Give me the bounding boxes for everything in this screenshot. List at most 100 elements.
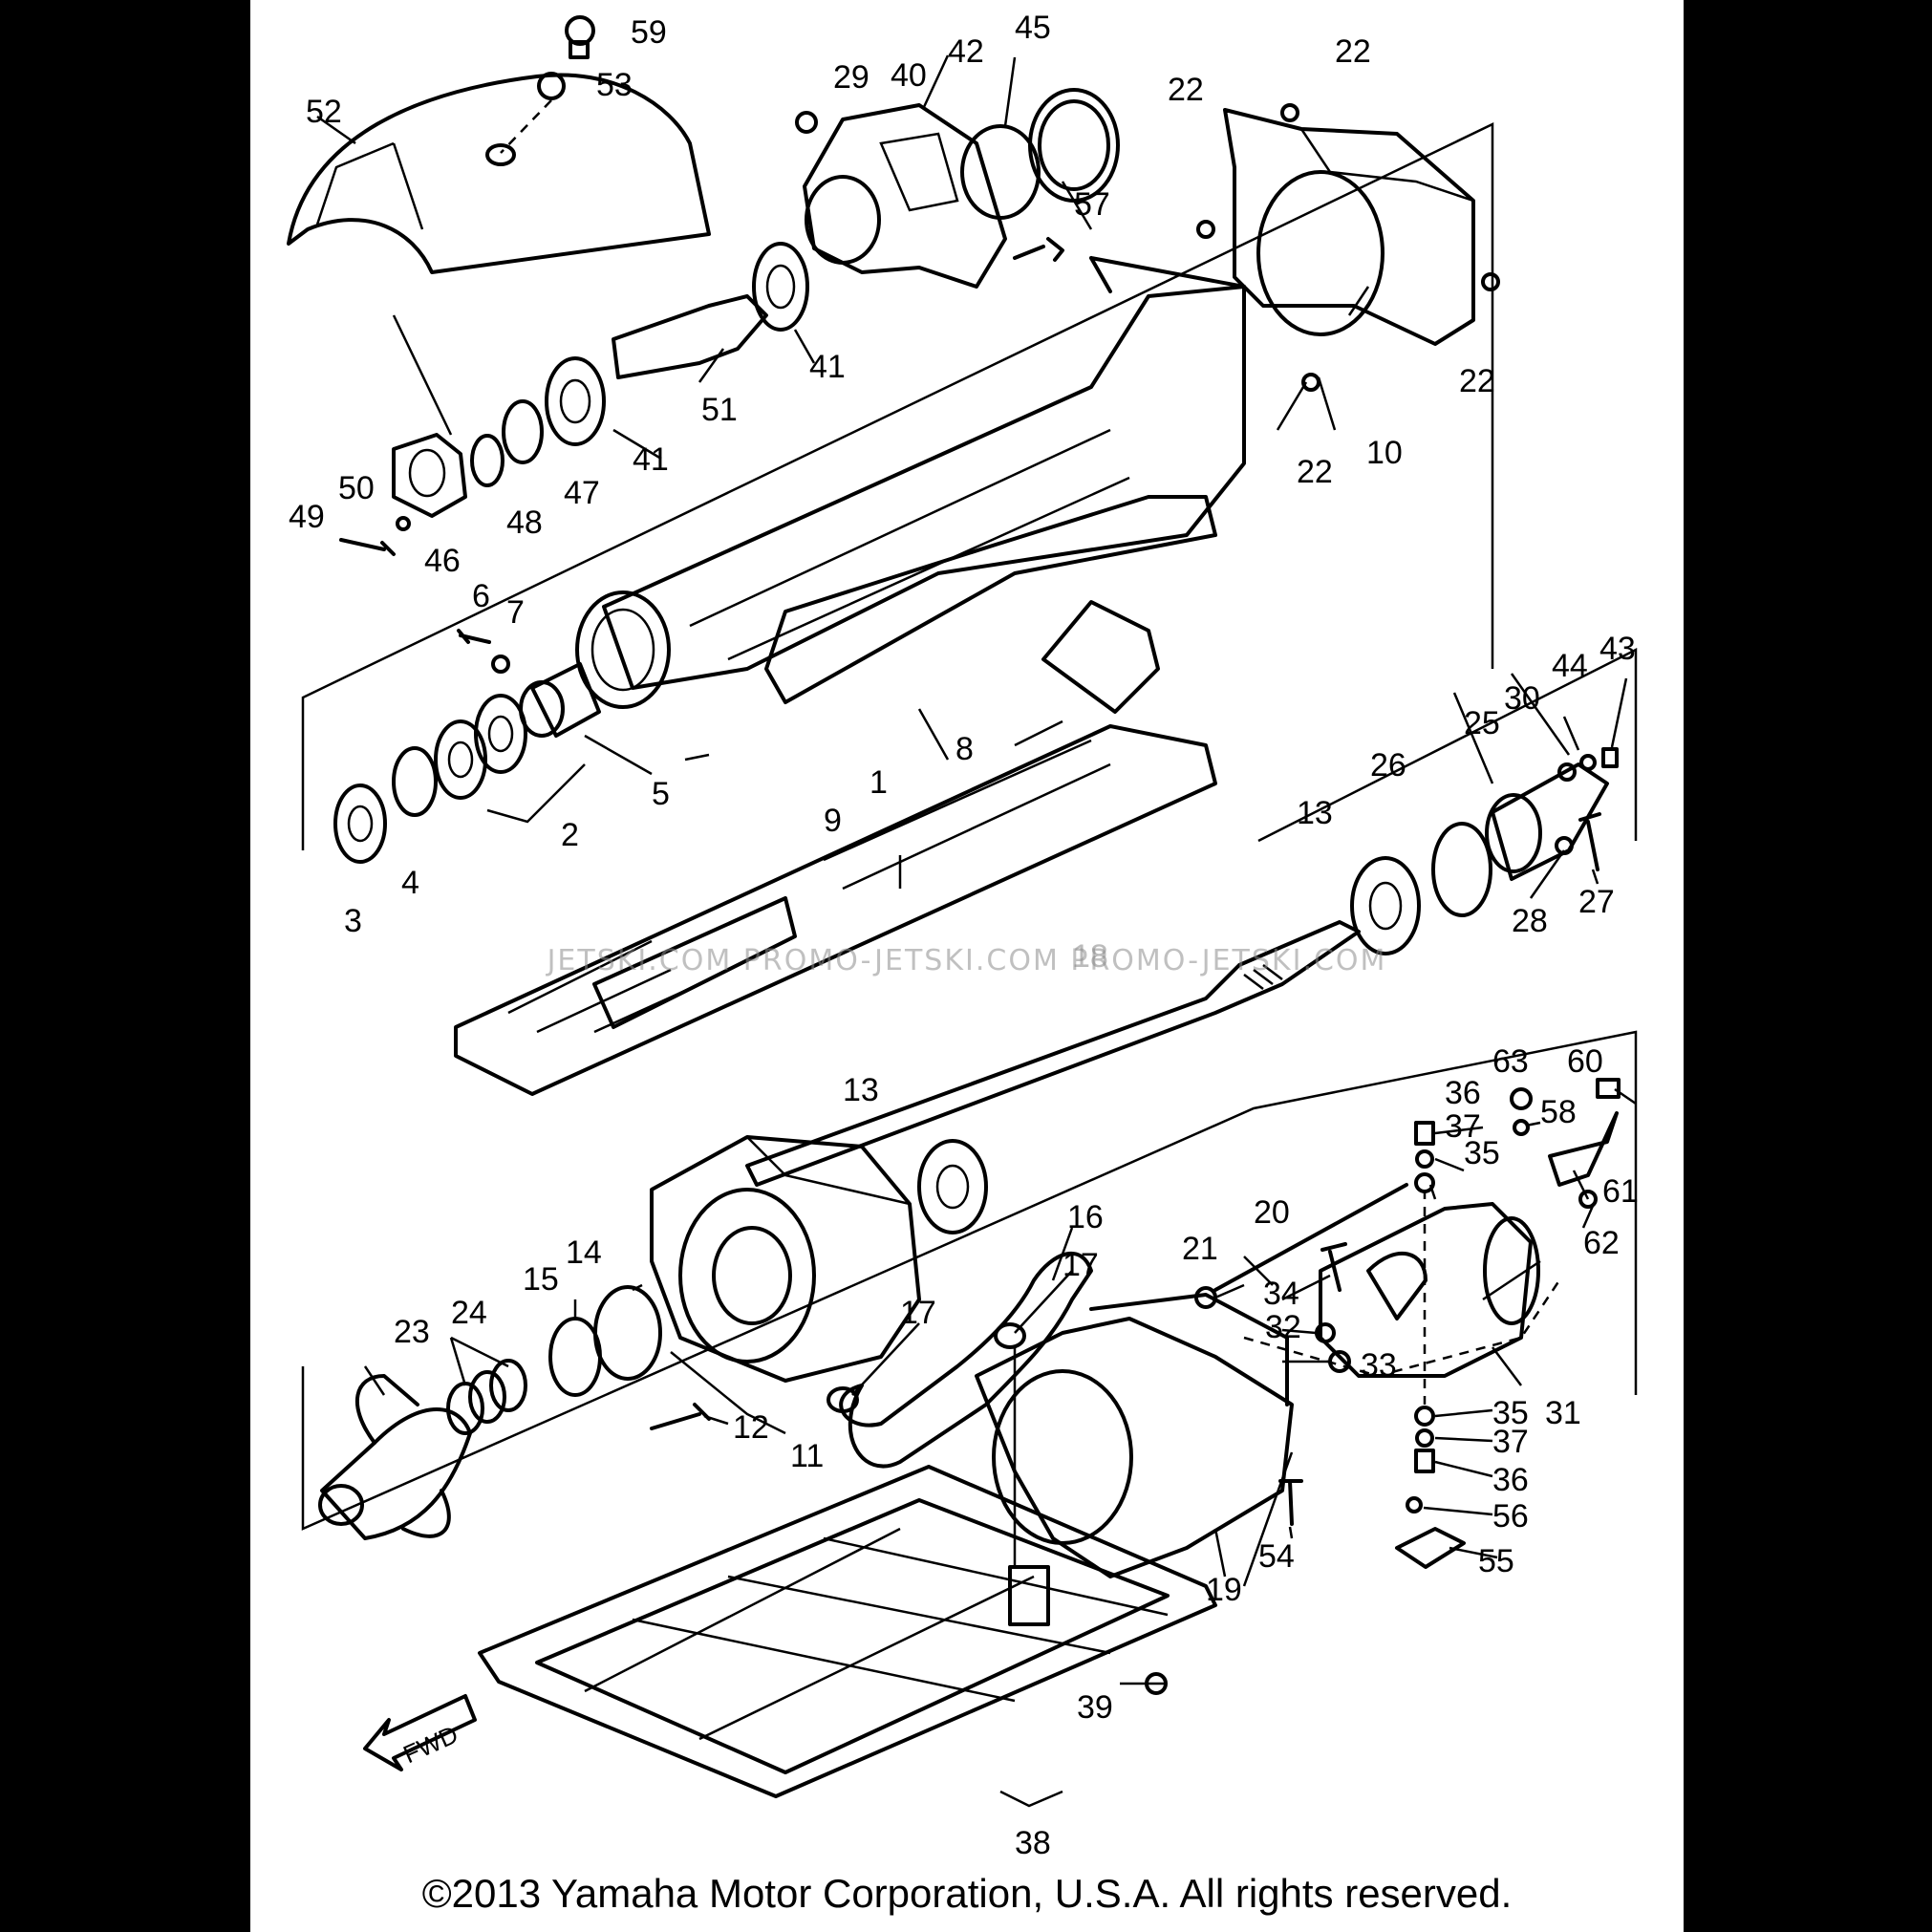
callout-22-b: 22 xyxy=(1168,72,1204,108)
part-55-clip xyxy=(1395,1527,1466,1569)
callout-26: 26 xyxy=(1370,747,1406,784)
callout-30: 30 xyxy=(1504,680,1540,717)
part-18-drive-shaft xyxy=(745,920,1361,1187)
callout-38: 38 xyxy=(1015,1825,1051,1861)
part-37-washer-upper xyxy=(1415,1149,1434,1169)
callout-25: 25 xyxy=(1464,705,1500,741)
part-8-decal xyxy=(1041,600,1160,714)
callout-63: 63 xyxy=(1492,1043,1529,1080)
part-45-seal xyxy=(1028,88,1120,203)
part-1-drive-tube xyxy=(575,256,1246,709)
part-28-washer xyxy=(1555,836,1574,855)
callout-37-lower: 37 xyxy=(1492,1424,1529,1460)
callout-44: 44 xyxy=(1552,648,1588,684)
part-41-bearing-upper xyxy=(752,242,809,332)
part-33-bushing xyxy=(1328,1350,1351,1373)
callout-45: 45 xyxy=(1015,10,1051,46)
callout-32: 32 xyxy=(1265,1309,1301,1345)
part-15-ring xyxy=(548,1317,602,1397)
part-50-washer xyxy=(396,516,411,531)
callout-22-c: 22 xyxy=(1459,363,1495,399)
callout-13-upper: 13 xyxy=(1297,795,1333,831)
part-36-bolt-lower xyxy=(1414,1449,1435,1473)
callout-8: 8 xyxy=(955,731,974,767)
callout-39: 39 xyxy=(1077,1689,1113,1726)
part-35-bushing-lower xyxy=(1414,1406,1435,1427)
part-51-shaft xyxy=(612,294,768,379)
part-52-cover xyxy=(287,73,711,274)
part-38-intake-grate xyxy=(478,1465,1217,1798)
part-56-screw xyxy=(1406,1496,1423,1513)
part-63-nut xyxy=(1510,1087,1533,1110)
callout-labels: 59 53 52 29 40 42 45 22 22 22 22 22 10 5… xyxy=(289,10,1639,1861)
callout-35-lower: 35 xyxy=(1492,1395,1529,1431)
callout-47: 47 xyxy=(564,475,600,511)
dash-lead-31 xyxy=(1243,1279,1561,1378)
part-3-seal xyxy=(333,784,387,864)
callout-15: 15 xyxy=(523,1261,559,1298)
part-26-oring xyxy=(1431,822,1492,917)
callout-3: 3 xyxy=(344,903,362,939)
callout-18: 18 xyxy=(1072,938,1108,975)
lead-31 xyxy=(1492,1346,1522,1386)
callout-60: 60 xyxy=(1567,1043,1603,1080)
callout-54: 54 xyxy=(1258,1538,1295,1575)
part-7-washer xyxy=(491,655,510,674)
callout-20: 20 xyxy=(1254,1194,1290,1231)
callout-34: 34 xyxy=(1263,1276,1299,1312)
lead-52-46 xyxy=(392,314,453,436)
part-47-washer xyxy=(502,399,544,464)
part-53-washer xyxy=(537,72,566,100)
part-62-screw xyxy=(1578,1190,1598,1209)
callout-12: 12 xyxy=(733,1409,769,1446)
callout-13-lower: 13 xyxy=(843,1072,879,1108)
parts-diagram-sheet: FWD 59 53 52 2 xyxy=(250,0,1684,1932)
callout-36-upper: 36 xyxy=(1445,1075,1481,1111)
part-34-bolt xyxy=(1320,1242,1347,1292)
part-11-pump-housing xyxy=(650,1135,921,1383)
part-45-seal-inner xyxy=(1038,99,1110,191)
part-10-intake-housing xyxy=(1223,108,1475,346)
exploded-parts-diagram: FWD 59 53 52 2 xyxy=(287,10,1639,1861)
callout-2: 2 xyxy=(561,817,579,853)
copyright-notice: ©2013 Yamaha Motor Corporation, U.S.A. A… xyxy=(421,1871,1513,1916)
callout-16: 16 xyxy=(1067,1199,1104,1235)
part-16-hose xyxy=(839,1251,1093,1469)
part-32-washer xyxy=(1315,1322,1336,1343)
part-22-bolt-d xyxy=(1301,373,1320,392)
part-48-oring xyxy=(470,434,504,487)
callout-61: 61 xyxy=(1602,1173,1639,1210)
callout-21: 21 xyxy=(1182,1231,1218,1267)
part-27-bolt xyxy=(1578,812,1601,871)
part-49-bolt xyxy=(339,538,396,556)
callout-27: 27 xyxy=(1578,884,1615,920)
part-22-bolt-b xyxy=(1196,220,1215,239)
callout-41-upper: 41 xyxy=(809,349,846,385)
callout-4: 4 xyxy=(401,865,419,901)
part-57-bolt xyxy=(1013,237,1064,262)
callout-33: 33 xyxy=(1361,1347,1397,1384)
part-17-clamp-a xyxy=(826,1386,859,1413)
part-60-cap xyxy=(1596,1078,1621,1099)
callout-41-lower: 41 xyxy=(633,441,669,478)
callout-58: 58 xyxy=(1540,1094,1577,1130)
part-17-clamp-b xyxy=(994,1322,1026,1349)
part-54-bolt xyxy=(1278,1479,1303,1526)
callout-37-upper: 37 xyxy=(1445,1108,1481,1145)
part-30-washer xyxy=(1557,762,1577,782)
callout-28: 28 xyxy=(1512,903,1548,939)
callout-23: 23 xyxy=(394,1314,430,1350)
callout-17-b: 17 xyxy=(900,1295,936,1331)
callout-22-a: 22 xyxy=(1335,33,1371,70)
part-46-cap xyxy=(392,433,467,518)
part-29-bolt xyxy=(795,111,818,134)
callout-36-lower: 36 xyxy=(1492,1462,1529,1498)
part-42-oring xyxy=(960,124,1041,220)
part-61-bracket xyxy=(1548,1111,1619,1187)
part-22-bolt-a xyxy=(1280,103,1299,122)
callout-11: 11 xyxy=(790,1438,824,1474)
callout-51: 51 xyxy=(701,392,738,428)
part-23-impeller xyxy=(318,1374,472,1540)
callout-57: 57 xyxy=(1074,186,1110,223)
callout-48: 48 xyxy=(506,504,543,541)
